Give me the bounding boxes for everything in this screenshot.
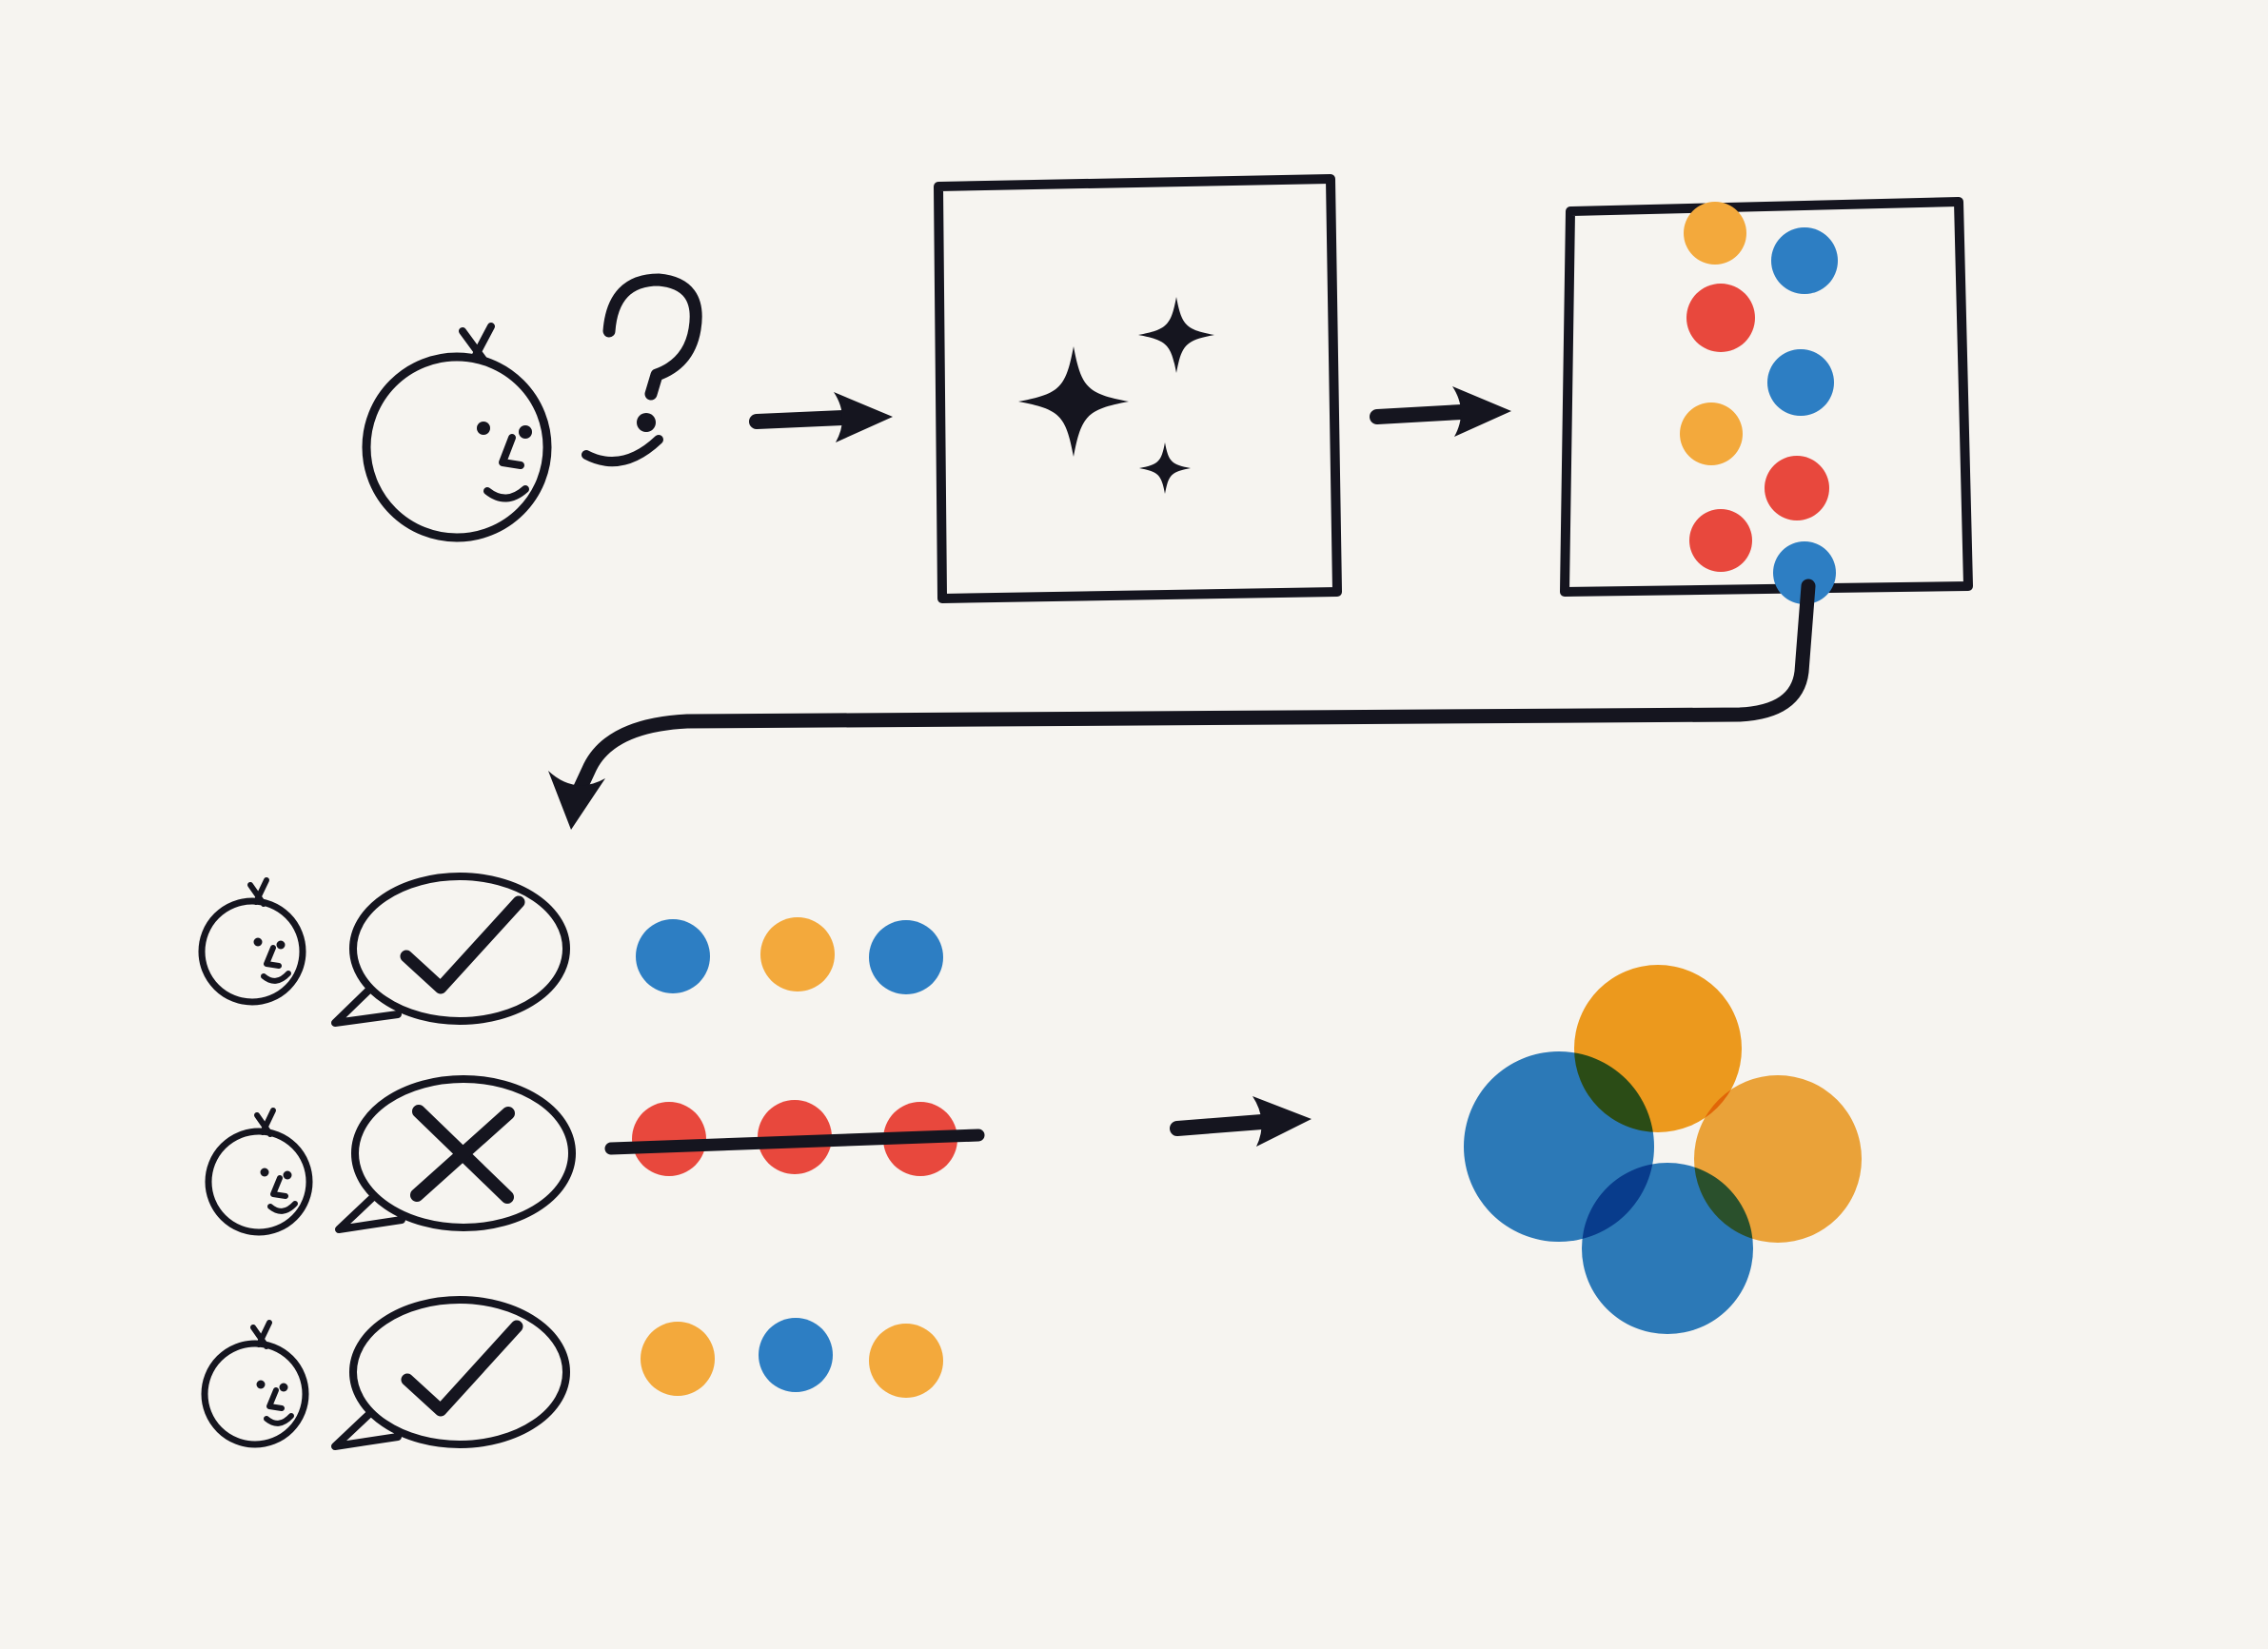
output-dot xyxy=(1680,402,1743,465)
sample-dot xyxy=(759,1318,833,1392)
sample-dot xyxy=(869,920,943,994)
question-mark-icon xyxy=(582,273,702,467)
feedback-row xyxy=(202,873,943,1027)
output-dot xyxy=(1773,541,1836,604)
output-dot xyxy=(1689,509,1752,572)
feedback-row xyxy=(205,1296,943,1450)
sample-dot xyxy=(636,919,710,993)
arrow-right-icon xyxy=(749,392,893,442)
output-dot xyxy=(1765,456,1829,520)
arrow-right-icon xyxy=(1370,386,1511,437)
output-dot xyxy=(1767,349,1834,416)
model-box xyxy=(934,174,1342,603)
sample-dot xyxy=(632,1102,706,1176)
checkmark-icon xyxy=(401,1320,523,1417)
result-cluster xyxy=(1464,965,1862,1334)
x-icon xyxy=(410,1105,515,1204)
output-dot xyxy=(1684,202,1746,265)
speech-bubble xyxy=(331,873,570,1027)
checkmark-icon xyxy=(400,895,525,994)
arrow-right-icon xyxy=(1170,1096,1311,1147)
sample-dot xyxy=(760,917,835,991)
speech-bubble xyxy=(335,1075,576,1233)
output-dot xyxy=(1686,284,1755,352)
cluster-circle xyxy=(1582,1163,1753,1334)
strike-line xyxy=(604,1129,985,1155)
sample-dot xyxy=(641,1322,715,1396)
sparkles-icon xyxy=(1018,297,1214,494)
sample-dot xyxy=(869,1324,943,1398)
flow-connector-arrow xyxy=(548,579,1816,830)
person-face-icon xyxy=(362,323,552,542)
output-dot xyxy=(1771,227,1838,294)
cluster-circle xyxy=(1574,965,1742,1132)
samples-box xyxy=(1560,197,1973,604)
speech-bubble xyxy=(331,1296,570,1450)
feedback-row xyxy=(208,1075,985,1233)
